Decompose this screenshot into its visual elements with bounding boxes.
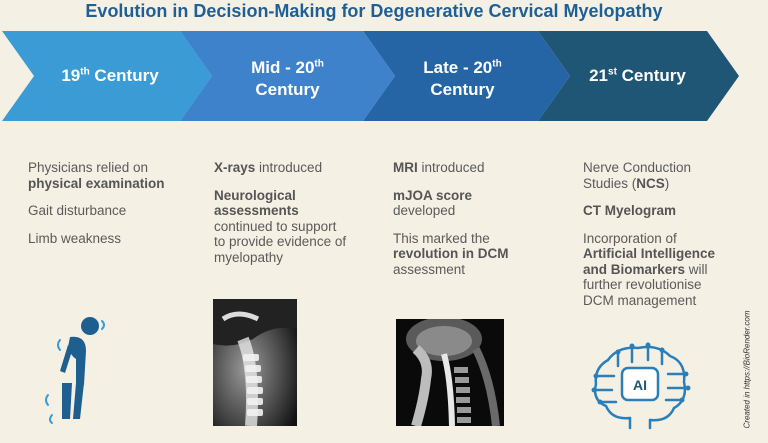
era-21st-century: 21st Century — [565, 65, 710, 87]
col4-para2: CT Myelogram — [583, 203, 733, 219]
col1-para1: Physicians relied on physical examinatio… — [28, 160, 168, 191]
mri-image — [396, 319, 504, 426]
col3-para2: mJOA score developed — [393, 188, 533, 219]
column-late-20th-century: MRI introduced mJOA score developed This… — [393, 160, 533, 289]
era-19th-century: 19th Century — [30, 65, 190, 87]
ai-label: AI — [633, 377, 647, 393]
col1-para3: Limb weakness — [28, 231, 168, 247]
col3-para3: This marked the revolution in DCM assess… — [393, 231, 533, 278]
col3-para1: MRI introduced — [393, 160, 533, 176]
patient-figure-icon — [40, 315, 110, 425]
column-21st-century: Nerve Conduction Studies (NCS) CT Myelog… — [583, 160, 733, 320]
ai-brain-icon: AI — [588, 340, 693, 430]
column-mid-20th-century: X-rays introduced Neurological assessmen… — [214, 160, 349, 277]
column-19th-century: Physicians relied on physical examinatio… — [28, 160, 168, 258]
col4-para3: Incorporation of Artificial Intelligence… — [583, 231, 733, 309]
col1-para2: Gait disturbance — [28, 203, 168, 219]
page-title: Evolution in Decision-Making for Degener… — [0, 0, 748, 22]
col2-para1: X-rays introduced — [214, 160, 349, 176]
xray-image — [213, 299, 297, 426]
biorender-credit: Created in https://BioRender.com — [743, 311, 752, 429]
col2-para2: Neurological assessments continued to su… — [214, 188, 349, 266]
col4-para1: Nerve Conduction Studies (NCS) — [583, 160, 733, 191]
